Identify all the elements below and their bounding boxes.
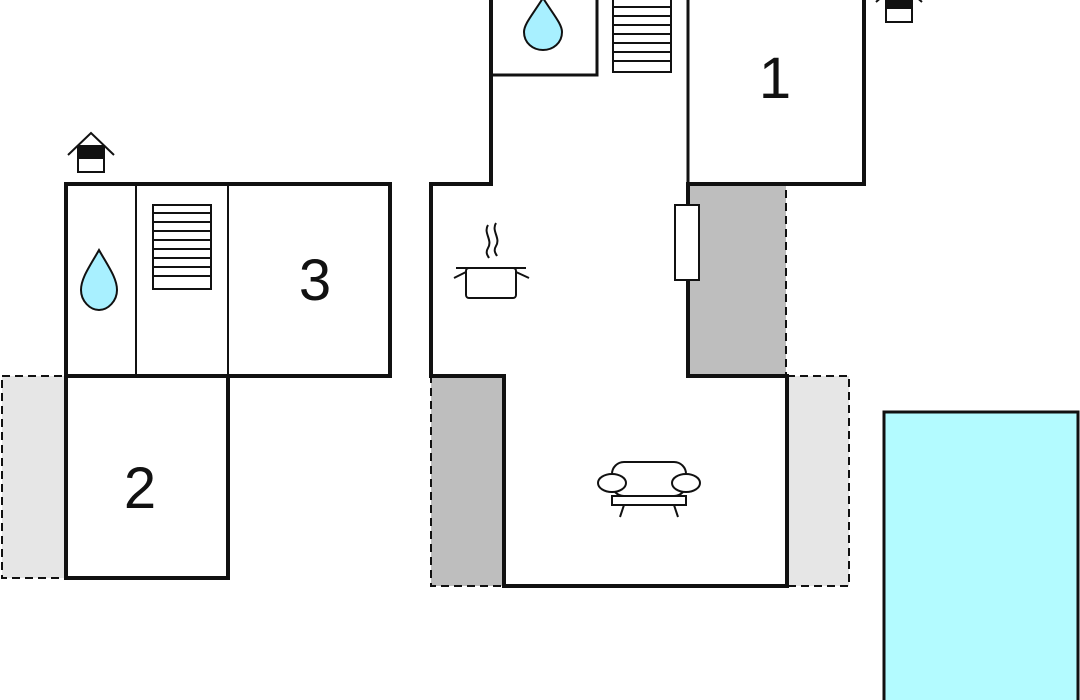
- terrace-east-light: [786, 375, 850, 587]
- room-1-label: 1: [759, 46, 791, 111]
- pool: [882, 410, 1080, 700]
- kitchen-icon: [453, 222, 530, 299]
- main-building-outline: [429, 0, 866, 588]
- terrace-left-building: [1, 375, 67, 579]
- bathroom-wall: [491, 0, 599, 77]
- stairs-icon: [152, 204, 212, 290]
- terrace-east-dark: [687, 183, 787, 377]
- room-2-label: 2: [124, 456, 156, 521]
- room-2-outline: [64, 374, 230, 580]
- bathroom-icon: [79, 247, 119, 312]
- main-building: [429, 0, 866, 588]
- interior-door: [674, 204, 700, 281]
- entrance-icon: [67, 131, 115, 173]
- room-3-label: 3: [299, 248, 331, 313]
- sofa-icon: [597, 461, 701, 518]
- left-building: [64, 182, 392, 580]
- terrace-west: [430, 375, 505, 587]
- entrance-icon: [875, 0, 923, 23]
- stairs-icon: [612, 0, 672, 73]
- bathroom-icon: [522, 0, 564, 52]
